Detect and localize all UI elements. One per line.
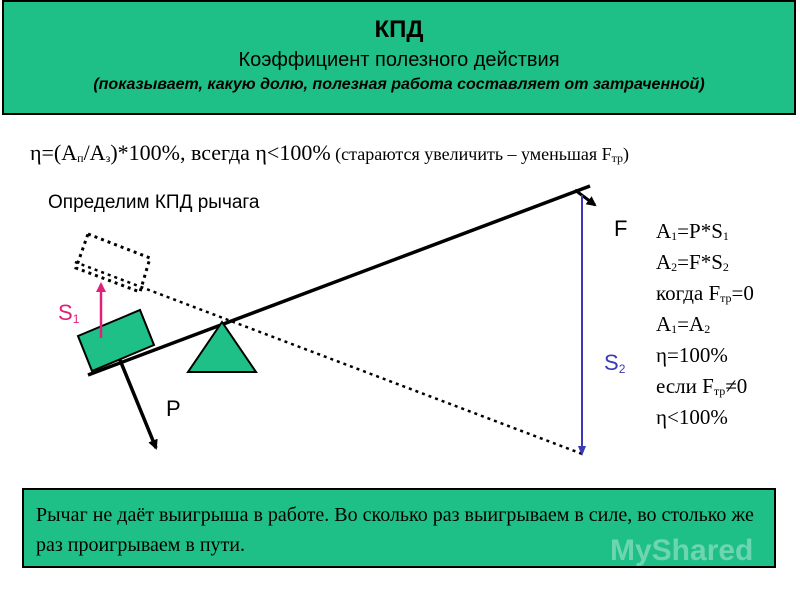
formula-part2: /A [83,140,106,165]
formula-part3: )*100%, всегда η<100% [110,140,331,165]
s1-label: S1 [58,300,80,326]
formula-part1: =(A [41,140,78,165]
load-initial-outline [74,232,152,294]
equation-line: когда Fтр=0 [656,281,754,305]
lever-initial-position [74,260,586,457]
lever-bar [87,184,591,377]
formula-note-close: ) [623,144,630,164]
equation-line: η=100% [656,343,728,367]
load-box [76,308,156,373]
force-p-arrow [118,359,158,450]
equation-line: η<100% [656,405,728,429]
formula-eta: η [30,140,42,165]
force-p-label: P [166,396,181,421]
equations-list: A1=P*S1 A2=F*S2 когда Fтр=0 A1=A2 η=100%… [656,216,754,433]
formula-note-sub: тр [611,151,624,165]
efficiency-formula: η=(Aп/Aз)*100%, всегда η<100% (стараются… [30,140,629,166]
conclusion-panel: Рычаг не даёт выигрыша в работе. Во скол… [22,488,776,568]
page-title: КПД [374,16,424,43]
force-f-label: F [614,216,628,241]
title-note: (показывает, какую долю, полезная работа… [93,76,705,93]
s2-arrowhead [578,446,586,456]
formula-sub-p: п [77,151,84,165]
formula-note: (стараются увеличить – уменьшая F [330,144,612,164]
title-panel: КПД Коэффициент полезного действия (пока… [2,0,796,115]
title-subtitle: Коэффициент полезного действия [238,49,560,71]
equation-line: A2=F*S2 [656,250,729,274]
fulcrum-triangle [186,320,258,373]
s2-label: S2 [604,350,626,376]
formula-sub-z: з [105,151,111,165]
lever-heading: Определим КПД рычага [48,192,260,213]
equation-line: A1=P*S1 [656,219,729,243]
force-f-arrow [574,188,597,207]
equation-line: если Fтр≠0 [656,374,748,398]
equation-line: A1=A2 [656,312,711,336]
watermark-logo: MyShared [610,534,754,567]
